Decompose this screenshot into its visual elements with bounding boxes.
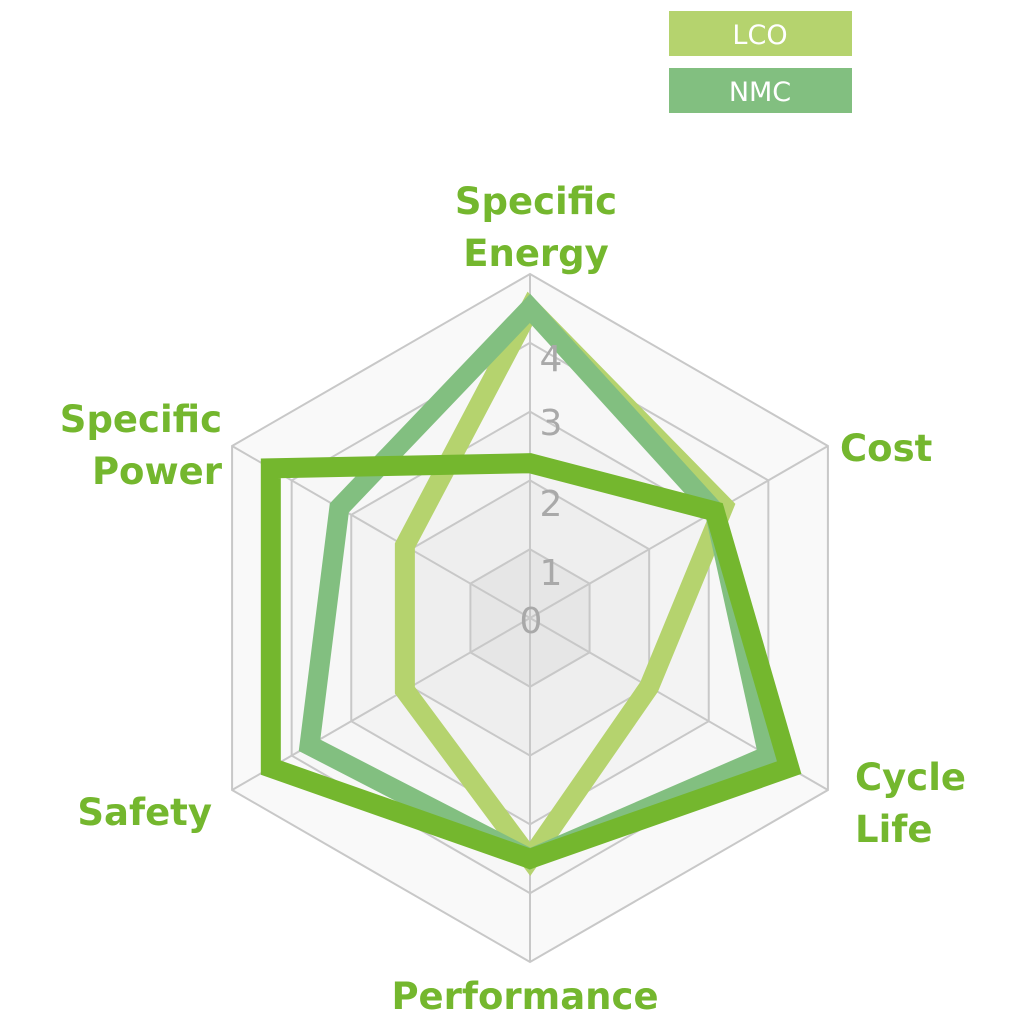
legend-swatch-lco (669, 11, 852, 56)
grid-spoke (529, 445, 829, 619)
legend-swatch-nmc (669, 68, 852, 113)
radar-series (260, 291, 802, 876)
legend-label-lco: LCO (732, 20, 787, 51)
tick-label: 3 (540, 403, 563, 444)
tick-label: 1 (540, 553, 563, 594)
axis-label: Performance (391, 975, 658, 1018)
series-series-3 (260, 453, 802, 870)
legend-label-nmc: NMC (729, 77, 791, 108)
axis-label: Cost (840, 427, 932, 470)
tick-label: 0 (520, 601, 543, 642)
tick-label: 2 (540, 484, 563, 525)
radar-ticks: 0 1 2 3 4 (520, 339, 563, 642)
axis-label: Safety (77, 791, 212, 834)
tick-label: 4 (540, 339, 563, 380)
legend: LCO NMC (669, 11, 852, 113)
